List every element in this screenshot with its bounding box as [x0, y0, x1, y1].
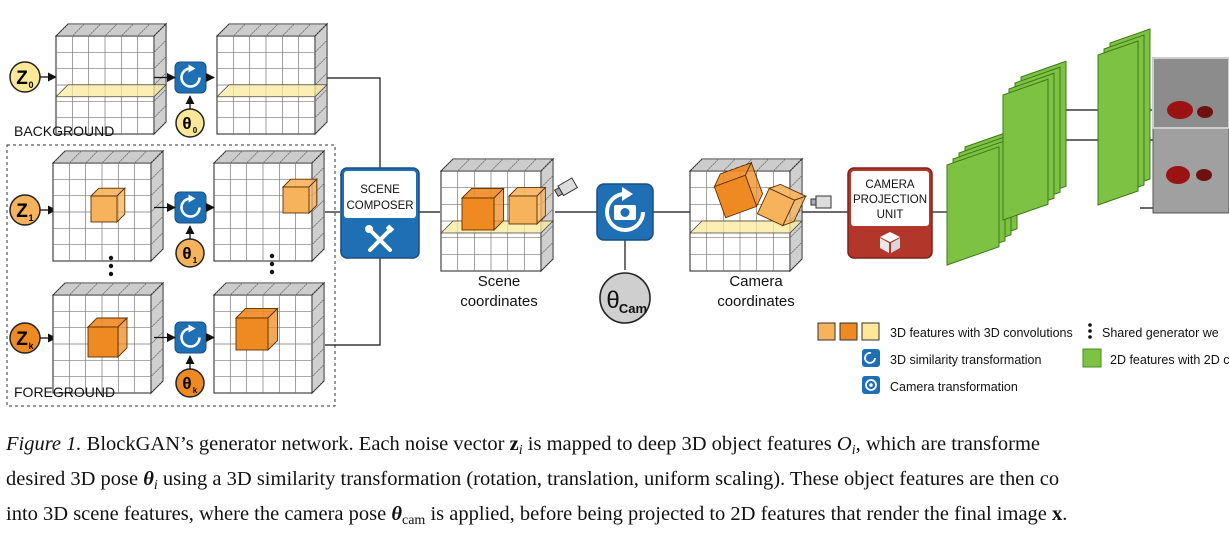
background-input-cube	[54, 22, 168, 136]
foreground-label: FOREGROUND	[14, 384, 115, 400]
foreground-group-box	[6, 144, 336, 407]
svg-text:2D features with 2D c: 2D features with 2D c	[1110, 353, 1229, 367]
object-cube	[756, 183, 807, 227]
rendered-images	[1152, 57, 1229, 214]
rotate-icon	[174, 61, 207, 94]
ellipsis-dots	[108, 253, 275, 277]
object-cube	[507, 186, 547, 226]
red-car-image-2	[1197, 106, 1213, 118]
feature-map-stack-2	[1002, 60, 1067, 221]
svg-text:PROJECTION: PROJECTION	[853, 194, 927, 206]
tools-icon	[368, 228, 392, 252]
foreground-k-transformed-cube	[212, 281, 326, 395]
object-cube	[281, 178, 318, 215]
scene-coordinates-cube	[439, 157, 555, 273]
scene-coordinates-label-1: Scene	[478, 273, 521, 290]
foreground-1-input-cube	[51, 149, 165, 263]
red-car-image-1	[1167, 101, 1193, 119]
background-transformed-cube	[215, 22, 329, 136]
projection-cube-icon	[880, 232, 900, 253]
svg-text:SCENE: SCENE	[360, 184, 400, 196]
camera-transform-legend-icon	[862, 376, 880, 394]
caption-line-3: into 3D scene features, where the camera…	[6, 503, 1068, 528]
svg-text:θ: θ	[182, 374, 191, 393]
caption-line-2: desired 3D pose θi using a 3D similarity…	[6, 468, 1060, 493]
svg-text:COMPOSER: COMPOSER	[346, 200, 413, 212]
red-car-image-3	[1166, 166, 1190, 184]
camera-projection-unit: CAMERA PROJECTION UNIT	[847, 167, 933, 259]
svg-text:Cam: Cam	[619, 301, 647, 316]
foreground-1-transformed-cube	[212, 149, 326, 263]
object-cube	[86, 316, 129, 359]
legend: 3D features with 3D convolutions Shared …	[817, 322, 1229, 394]
svg-text:0: 0	[28, 80, 33, 90]
scene-coordinates-label-2: coordinates	[460, 293, 538, 310]
red-car-image-4	[1196, 169, 1212, 181]
svg-text:k: k	[193, 386, 198, 395]
svg-text:3D similarity transformation: 3D similarity transformation	[890, 353, 1041, 367]
svg-text:θ: θ	[606, 287, 619, 314]
pose-theta0: θ 0	[175, 108, 205, 138]
blockgan-diagram: Z 0 Z 1 Z k θ 0 θ 1 θ k	[6, 22, 1229, 407]
svg-text:1: 1	[193, 256, 198, 265]
svg-text:Z: Z	[16, 201, 28, 222]
svg-text:1: 1	[28, 213, 33, 223]
noise-z0: Z 0	[9, 61, 41, 93]
pose-theta1: θ 1	[175, 238, 205, 268]
svg-text:θ: θ	[182, 244, 191, 263]
svg-text:k: k	[28, 341, 34, 351]
pose-thetak: θ k	[175, 368, 205, 398]
camera-coordinates-label-2: coordinates	[717, 293, 795, 310]
figure-caption: Figure 1. BlockGAN’s generator network. …	[6, 430, 1229, 535]
rotate-icon	[174, 321, 207, 354]
svg-text:UNIT: UNIT	[877, 209, 904, 221]
rotate-icon	[174, 191, 207, 224]
camera-coordinates-cube	[688, 157, 807, 273]
camera-transform-block	[596, 183, 654, 241]
foreground-k-input-cube	[51, 281, 165, 395]
svg-text:Z: Z	[16, 68, 28, 89]
svg-text:θ: θ	[182, 114, 191, 133]
object-cube	[89, 187, 126, 224]
svg-text:Z: Z	[16, 329, 28, 350]
feature-map-stack-3	[1097, 28, 1151, 206]
scene-composer-block: SCENE COMPOSER	[340, 167, 420, 259]
camera-coordinates-label-1: Camera	[729, 273, 783, 290]
svg-text:Camera transformation: Camera transformation	[890, 380, 1018, 394]
object-cube	[460, 187, 505, 232]
camera-glyph-2	[810, 195, 832, 209]
svg-text:0: 0	[193, 126, 198, 135]
pose-theta-cam: θ Cam	[599, 272, 651, 324]
similarity-transform-boxes	[154, 61, 215, 354]
feature-grid-cubes	[51, 22, 807, 395]
noise-z1: Z 1	[9, 194, 41, 226]
object-cube	[713, 161, 764, 219]
similarity-legend-icon	[862, 349, 880, 367]
background-label: BACKGROUND	[14, 123, 114, 139]
noise-zk: Z k	[9, 322, 41, 354]
camera-glyph-1	[553, 177, 579, 197]
2d-feature-maps	[946, 28, 1151, 266]
svg-text:CAMERA: CAMERA	[865, 179, 915, 191]
svg-text:3D features with 3D convolutio: 3D features with 3D convolutions	[890, 326, 1073, 340]
caption-line-1: Figure 1. BlockGAN’s generator network. …	[6, 433, 1040, 458]
object-cube	[234, 307, 279, 352]
svg-text:Shared generator we: Shared generator we	[1102, 326, 1219, 340]
